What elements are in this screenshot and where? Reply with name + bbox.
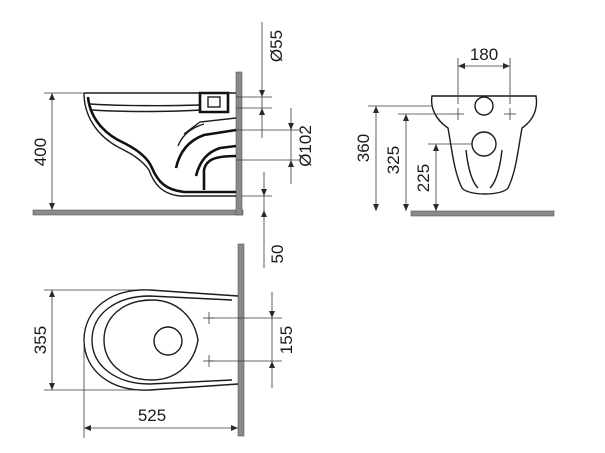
side-view-bowl-inner: [86, 96, 236, 194]
side-view: 400 Ø55 Ø102 50: [31, 22, 315, 268]
front-view-bowl-inner: [465, 149, 503, 189]
dim-180-label: 180: [470, 45, 498, 64]
dim-325-label: 325: [384, 146, 403, 174]
front-view-bolt-left: [452, 108, 464, 120]
dim-360-label: 360: [354, 134, 373, 162]
dim-225-label: 225: [414, 164, 433, 192]
dim-155-label: 155: [277, 326, 296, 354]
front-view-bowl: [430, 95, 538, 195]
top-view-bowl-rim: [91, 295, 233, 385]
top-view-bowl: [83, 289, 239, 391]
dimension-arrows: [49, 63, 510, 431]
side-view-trap-outline: [177, 117, 237, 147]
side-view-trap: [174, 128, 237, 190]
top-view-drain-opening: [153, 326, 183, 356]
side-view-floor: [32, 209, 244, 216]
top-view: 355 155 525: [31, 243, 296, 438]
dim-400-label: 400: [31, 138, 50, 166]
front-view: 180 360 325 225: [354, 45, 555, 217]
top-view-wall: [237, 243, 245, 437]
front-view-inlet-hole: [474, 96, 494, 116]
dim-525-label: 525: [138, 406, 166, 425]
dim-102-label: Ø102: [296, 125, 315, 167]
side-view-wall: [235, 71, 243, 216]
dim-50-label: 50: [268, 245, 287, 264]
side-view-inlet-nut: [207, 96, 221, 108]
dim-55-label: Ø55: [267, 30, 286, 62]
top-view-seat-opening: [103, 299, 199, 381]
front-view-floor: [410, 210, 555, 217]
front-view-drain-hole: [471, 131, 497, 157]
side-view-inlet: [198, 91, 230, 114]
side-view-rim: [89, 103, 201, 113]
front-view-bolt-right: [504, 108, 516, 120]
dim-355-label: 355: [31, 326, 50, 354]
